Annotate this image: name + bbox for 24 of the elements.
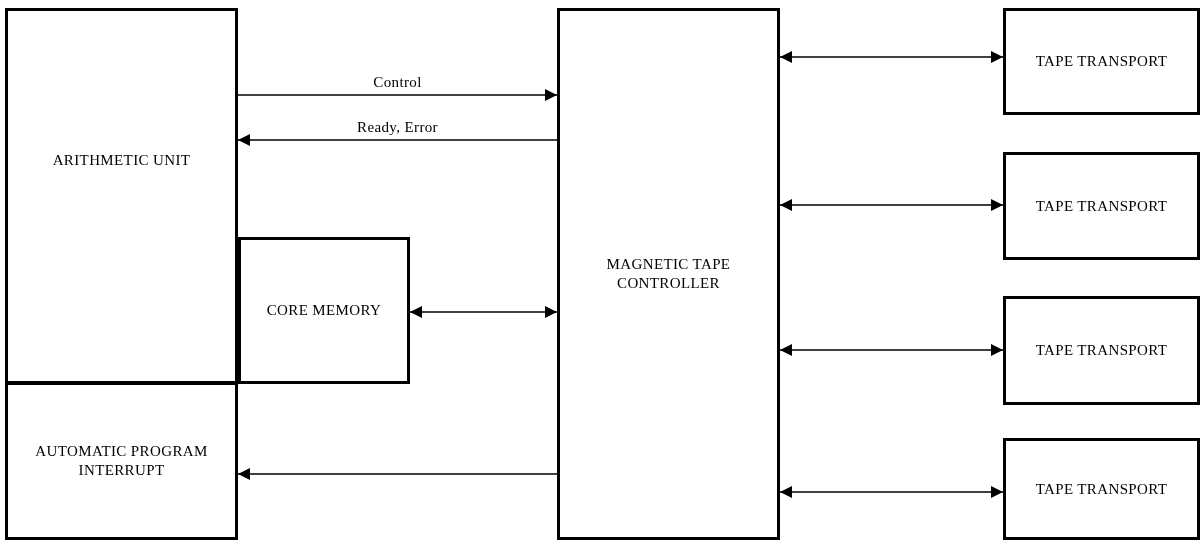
block-box <box>557 8 780 540</box>
arrow <box>779 486 1004 498</box>
block-box <box>5 8 238 384</box>
block-label: CORE MEMORY <box>266 301 382 320</box>
block-label: TAPE TRANSPORT <box>1035 196 1168 216</box>
block-label: TAPE TRANSPORT <box>1035 52 1168 71</box>
block-box <box>5 382 238 540</box>
arrow <box>409 306 558 318</box>
arrow <box>237 134 558 146</box>
arrow <box>237 89 558 101</box>
arrow <box>237 468 558 480</box>
arrow <box>779 199 1004 211</box>
arrow <box>779 51 1004 63</box>
block-box <box>238 237 410 384</box>
block-label: ARITHMETIC UNIT <box>52 151 191 170</box>
block-box <box>1003 438 1200 540</box>
block-box <box>1003 152 1200 260</box>
arrow <box>779 344 1004 356</box>
block-label: MAGNETIC TAPE CONTROLLER <box>605 255 732 293</box>
block-box <box>1003 8 1200 115</box>
block-label: TAPE TRANSPORT <box>1035 341 1168 360</box>
block-box <box>1003 296 1200 405</box>
block-label: TAPE TRANSPORT <box>1035 479 1168 499</box>
block-label: AUTOMATIC PROGRAM INTERRUPT <box>34 442 209 480</box>
